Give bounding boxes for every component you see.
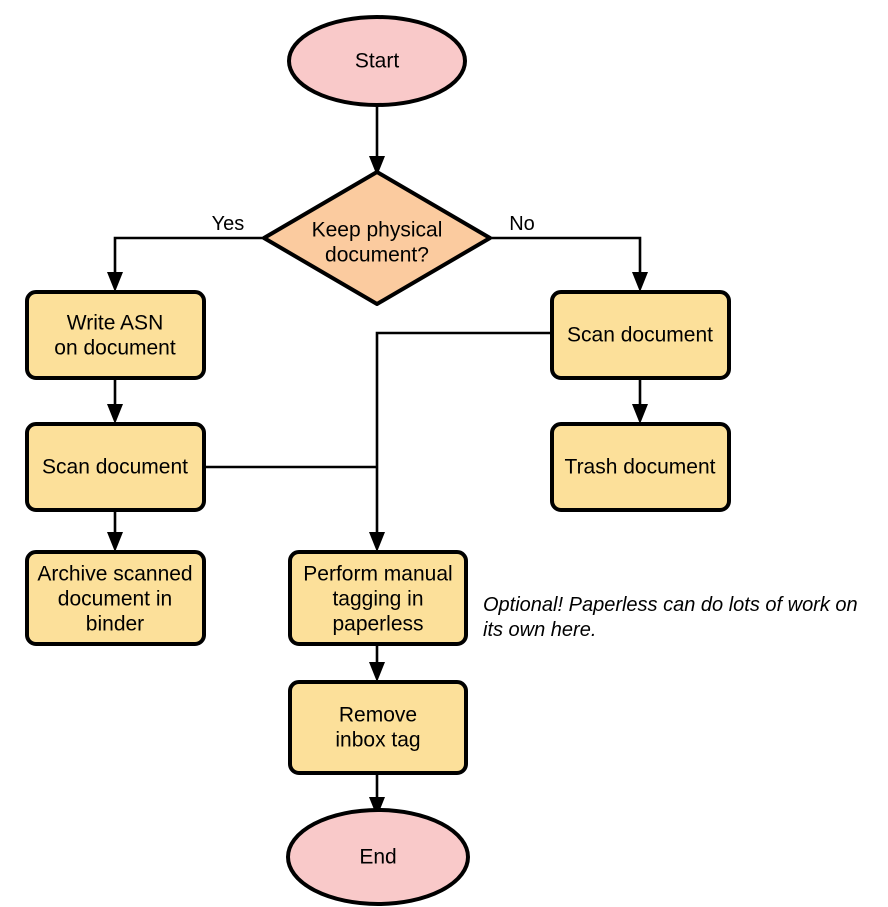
edge-line (375, 331, 552, 540)
manual-tagging-label-line1: Perform manual (303, 563, 452, 586)
archive-rect-shape (25, 550, 206, 646)
remove-inbox-label-line2: inbox tag (335, 729, 420, 752)
start-label: Start (355, 50, 400, 73)
node-perform-manual-tagging-in-paperless[interactable]: Perform manual tagging in paperless (288, 550, 468, 646)
edge-scan-right-to-manual-tagging (369, 331, 552, 552)
arrow-head-icon (632, 404, 648, 424)
node-decision-keep-physical-document[interactable]: Keep physical document? (262, 170, 492, 306)
archive-label-line3: binder (86, 613, 144, 636)
remove-inbox-label-line1: Remove (339, 704, 417, 727)
arrow-head-icon (632, 272, 648, 292)
edge-decision-yes-to-write-asn (107, 236, 264, 292)
node-remove-inbox-tag[interactable]: Remove inbox tag (288, 680, 468, 775)
arrow-head-icon (369, 797, 385, 817)
scan-left-rect-shape (25, 422, 206, 512)
manual-tagging-label-line2: tagging in (332, 588, 423, 611)
arrow-head-icon (369, 532, 385, 552)
edge-line (490, 236, 642, 280)
write-asn-label-line2: on document (54, 337, 176, 360)
archive-label-line2: document in (58, 588, 172, 611)
manual-tagging-rect-shape (288, 550, 468, 646)
arrow-head-icon (107, 532, 123, 552)
end-ellipse-shape (286, 808, 470, 906)
node-scan-document-right[interactable]: Scan document (550, 290, 731, 380)
write-asn-label-line1: Write ASN (67, 312, 163, 335)
arrow-head-icon (369, 156, 385, 176)
arrow-head-icon (107, 272, 123, 292)
optional-note-line1: Optional! Paperless can do lots of work … (483, 594, 858, 616)
end-label: End (359, 846, 396, 869)
scan-left-label: Scan document (42, 456, 188, 479)
edge-write-asn-to-scan-left (107, 378, 123, 424)
node-trash-document[interactable]: Trash document (550, 422, 731, 512)
node-start[interactable]: Start (287, 15, 467, 107)
manual-tagging-label-line3: paperless (332, 613, 423, 636)
annotation-optional-note: Optional! Paperless can do lots of work … (483, 594, 858, 641)
edge-label-yes: Yes (212, 213, 245, 235)
trash-rect-shape (550, 422, 731, 512)
node-write-asn-on-document[interactable]: Write ASN on document (25, 290, 206, 380)
node-archive-scanned-document-in-binder[interactable]: Archive scanned document in binder (25, 550, 206, 646)
node-end[interactable]: End (286, 808, 470, 906)
arrow-head-icon (107, 404, 123, 424)
optional-note-line2: its own here. (483, 619, 596, 641)
edge-scan-left-to-archive (107, 510, 123, 552)
archive-label-line1: Archive scanned (37, 563, 192, 586)
edge-line (113, 236, 264, 280)
decision-label-line2: document? (325, 244, 429, 267)
scan-right-rect-shape (550, 290, 731, 380)
arrow-head-icon (369, 662, 385, 682)
edge-start-to-decision (369, 103, 385, 176)
decision-diamond-shape (262, 170, 492, 306)
remove-inbox-rect-shape (288, 680, 468, 775)
edge-remove-inbox-to-end (369, 773, 385, 817)
trash-label: Trash document (565, 456, 716, 479)
start-ellipse-shape (287, 15, 467, 107)
edge-decision-no-to-scan-right (490, 236, 648, 292)
decision-label-line1: Keep physical (312, 219, 443, 242)
write-asn-rect-shape (25, 290, 206, 380)
node-scan-document-left[interactable]: Scan document (25, 422, 206, 512)
scan-right-label: Scan document (567, 324, 713, 347)
edge-manual-tagging-to-remove-inbox (369, 644, 385, 682)
edge-scan-right-to-trash (632, 378, 648, 424)
edge-label-no: No (509, 213, 535, 235)
